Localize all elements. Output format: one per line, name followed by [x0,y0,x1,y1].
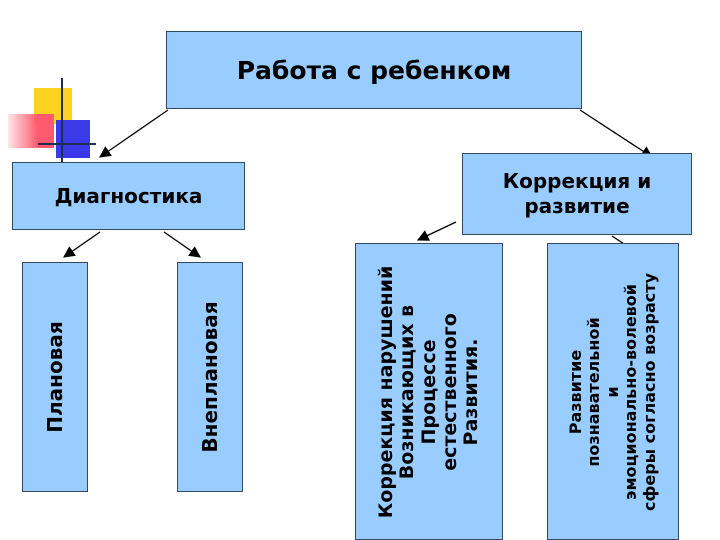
correction-label: Коррекция и развитие [502,169,652,218]
planned-box: Плановая [22,262,88,492]
unplanned-label: Внеплановая [197,301,222,453]
horizontal-accent-line [38,143,96,145]
arrow-title-to-correction [579,109,653,158]
title-box: Работа с ребенком [166,31,582,109]
correction-box: Коррекция и развитие [462,153,692,235]
development-label: Развитие познавательной и эмоционально-в… [566,272,659,511]
diagnostics-box: Диагностика [12,162,245,230]
planned-label: Плановая [42,321,67,433]
arrow-diagnostics-to-unplanned [163,231,201,258]
arrow-correction-to-violations [416,221,457,241]
unplanned-box: Внеплановая [177,262,243,492]
title-text: Работа с ребенком [236,55,512,85]
red-square-decoration [8,114,54,148]
vertical-accent-line [61,78,63,162]
correction-violations-box: Коррекция нарушений Возникающих в Процес… [355,243,503,540]
development-box: Развитие познавательной и эмоционально-в… [547,243,679,540]
arrow-title-to-diagnostics [99,109,169,158]
arrow-diagnostics-to-planned [63,231,101,258]
diagnostics-label: Диагностика [54,184,203,208]
correction-violations-label: Коррекция нарушений Возникающих в Процес… [374,265,482,518]
